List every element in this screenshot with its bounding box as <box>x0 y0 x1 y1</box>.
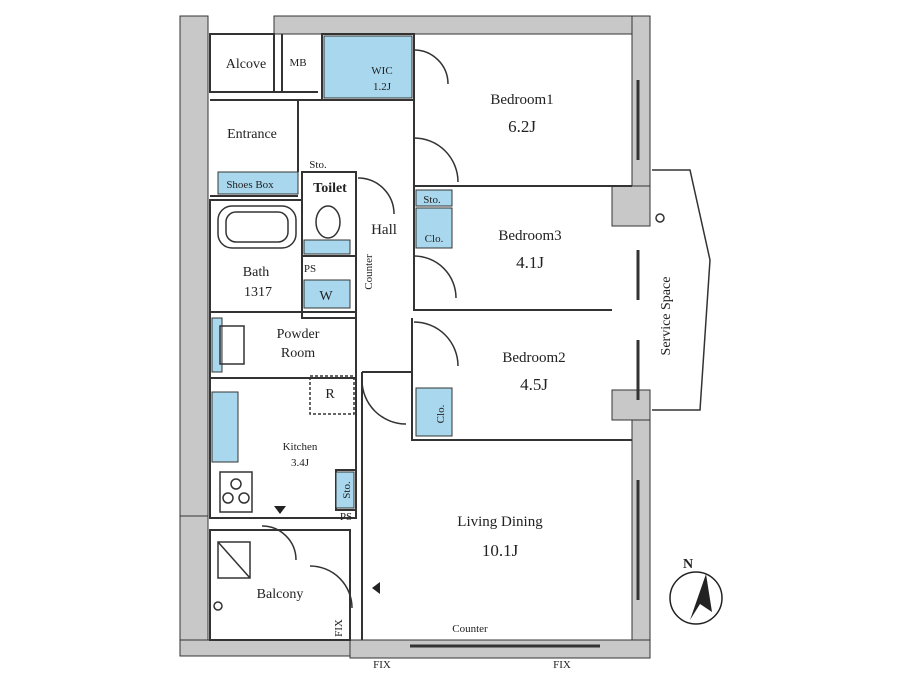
wic-area: 1.2J <box>373 81 392 93</box>
interior-walls <box>209 33 632 641</box>
shoes-box-fill <box>217 171 299 195</box>
service-space-outline <box>652 169 711 411</box>
door-swing-icon <box>413 49 449 85</box>
living-dining-area: 10.1J <box>482 541 519 560</box>
toilet-tank-fill <box>303 239 351 255</box>
ac-unit-icon <box>217 541 251 579</box>
bedroom1-label: Bedroom1 <box>490 92 553 108</box>
bedroom1-area: 6.2J <box>508 117 536 136</box>
fix-left-label: FIX <box>373 659 391 671</box>
kitchen-area: 3.4J <box>291 457 310 469</box>
bedroom2-label: Bedroom2 <box>502 350 565 366</box>
fixtures <box>213 49 711 648</box>
w-label: W <box>319 289 333 304</box>
refrigerator-icon <box>309 375 355 415</box>
sto-bed3-fill <box>415 189 453 207</box>
bath-size: 1317 <box>244 285 272 300</box>
bedroom3-label: Bedroom3 <box>498 228 561 244</box>
entrance-marker-icon <box>274 506 286 514</box>
entrance-marker-icon <box>372 582 380 594</box>
door-swing-icon <box>261 525 297 561</box>
sto-kitchen-fill <box>335 471 355 509</box>
shoes-box-label: Shoes Box <box>226 179 274 191</box>
fix-vertical-label: FIX <box>333 619 345 637</box>
wic-fill <box>323 35 413 99</box>
counter-living-label: Counter <box>452 623 488 635</box>
mb-label: MB <box>289 57 306 69</box>
service-space-label: Service Space <box>659 277 674 356</box>
clo-bed2-fill <box>415 387 453 437</box>
door-swing-icon <box>357 177 395 215</box>
w-fill <box>303 279 351 309</box>
ps-kitchen-label: PS <box>340 511 352 523</box>
powder-room-label-1: Powder <box>277 327 320 342</box>
room-labels: Alcove MB WIC 1.2J Bedroom1 6.2J Entranc… <box>226 57 693 671</box>
bedroom3-area: 4.1J <box>516 253 544 272</box>
compass-north-label: N <box>683 557 693 572</box>
door-swing-icon <box>413 137 459 183</box>
r-label: R <box>325 387 335 402</box>
sto-kitchen-label: Sto. <box>341 481 353 499</box>
bedroom2-area: 4.5J <box>520 375 548 394</box>
hall-label: Hall <box>371 222 397 238</box>
clo-bed3-fill <box>415 207 453 249</box>
stove-icon <box>219 471 253 513</box>
clo-bed3-label: Clo. <box>425 233 444 245</box>
bathtub-icon <box>217 205 297 249</box>
storage-areas <box>211 35 453 509</box>
entrance-label: Entrance <box>227 127 277 142</box>
door-swing-icon <box>413 255 457 299</box>
fix-right-label: FIX <box>553 659 571 671</box>
powder-fill <box>211 317 223 373</box>
clo-bed2-label: Clo. <box>435 404 447 423</box>
toilet-label: Toilet <box>313 181 347 196</box>
alcove-label: Alcove <box>226 57 266 72</box>
balcony-label: Balcony <box>257 587 304 602</box>
door-swing-icon <box>361 379 407 425</box>
kitchen-label: Kitchen <box>283 441 318 453</box>
sto-entrance-label: Sto. <box>309 159 327 171</box>
toilet-icon <box>315 205 341 239</box>
wic-label: WIC <box>371 65 392 77</box>
compass-icon <box>669 571 723 625</box>
bath-label: Bath <box>243 265 269 280</box>
door-swing-icon <box>309 565 353 609</box>
living-dining-label: Living Dining <box>457 514 543 530</box>
counter-hall-label: Counter <box>363 254 375 290</box>
powder-room-label-2: Room <box>281 346 315 361</box>
sto-bed3-label: Sto. <box>423 194 441 206</box>
ps-bath-label: PS <box>304 263 316 275</box>
door-swing-icon <box>413 321 459 367</box>
sink-icon <box>219 325 245 365</box>
kitchen-sink-fill <box>211 391 239 463</box>
